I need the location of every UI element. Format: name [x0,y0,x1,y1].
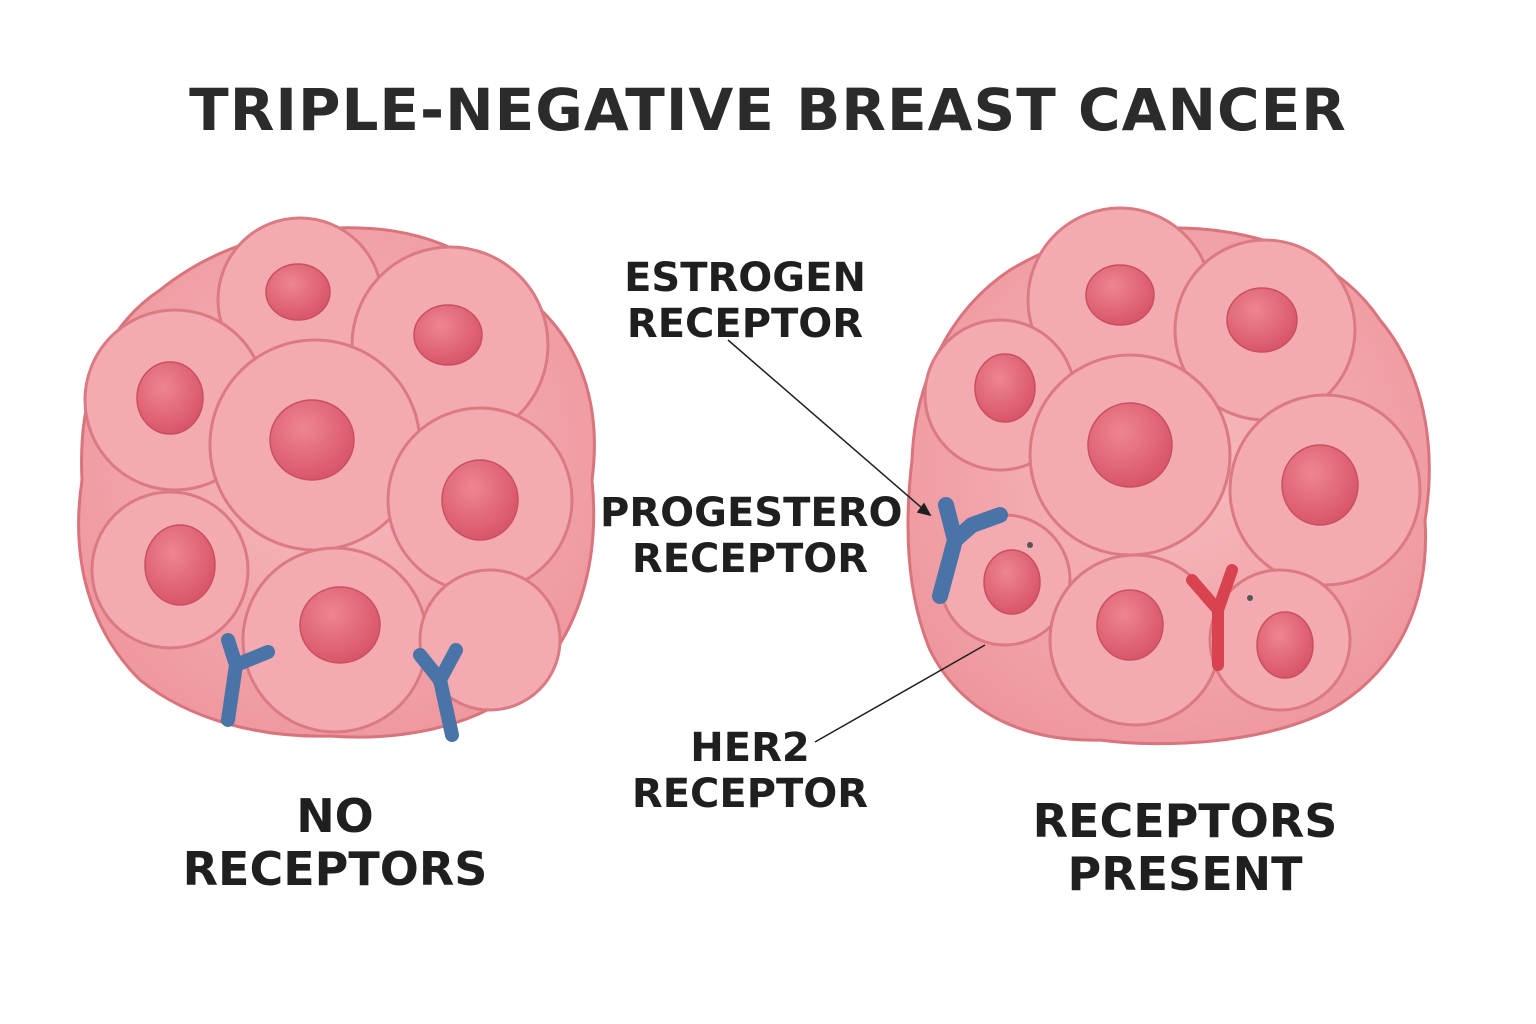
nucleus [1087,402,1173,488]
nucleus [144,524,216,606]
nucleus [413,304,483,366]
nucleus [1085,264,1155,326]
her2-receptor-icon [1186,564,1238,671]
nucleus [269,399,355,481]
left-receptors [221,633,463,742]
nucleus [441,459,519,541]
estrogen-leader-line [727,339,931,516]
nucleus [1256,611,1314,679]
receptor-icon [413,643,463,742]
receptor-icon [221,633,275,727]
nucleus [1096,589,1164,661]
nucleus [983,549,1041,615]
left-cell-cluster [77,216,596,742]
estrogen-receptor-icon [932,497,1008,604]
right-receptors [932,497,1238,671]
nucleus [299,586,381,664]
right-nuclei [974,264,1359,679]
estrogen-arrowhead [916,502,932,517]
nucleus [136,361,204,435]
her2-leader-line [814,644,986,743]
nucleus [1281,444,1359,526]
page-title: TRIPLE-NEGATIVE BREAST CANCER [189,76,1347,144]
right-cell-cluster [906,206,1431,746]
nucleus [265,263,331,321]
left-nuclei [136,263,519,664]
nucleus [1226,287,1298,353]
marker-dot [1247,595,1253,601]
leader-lines [727,339,986,743]
nucleus [974,353,1036,423]
marker-dot [1027,542,1033,548]
